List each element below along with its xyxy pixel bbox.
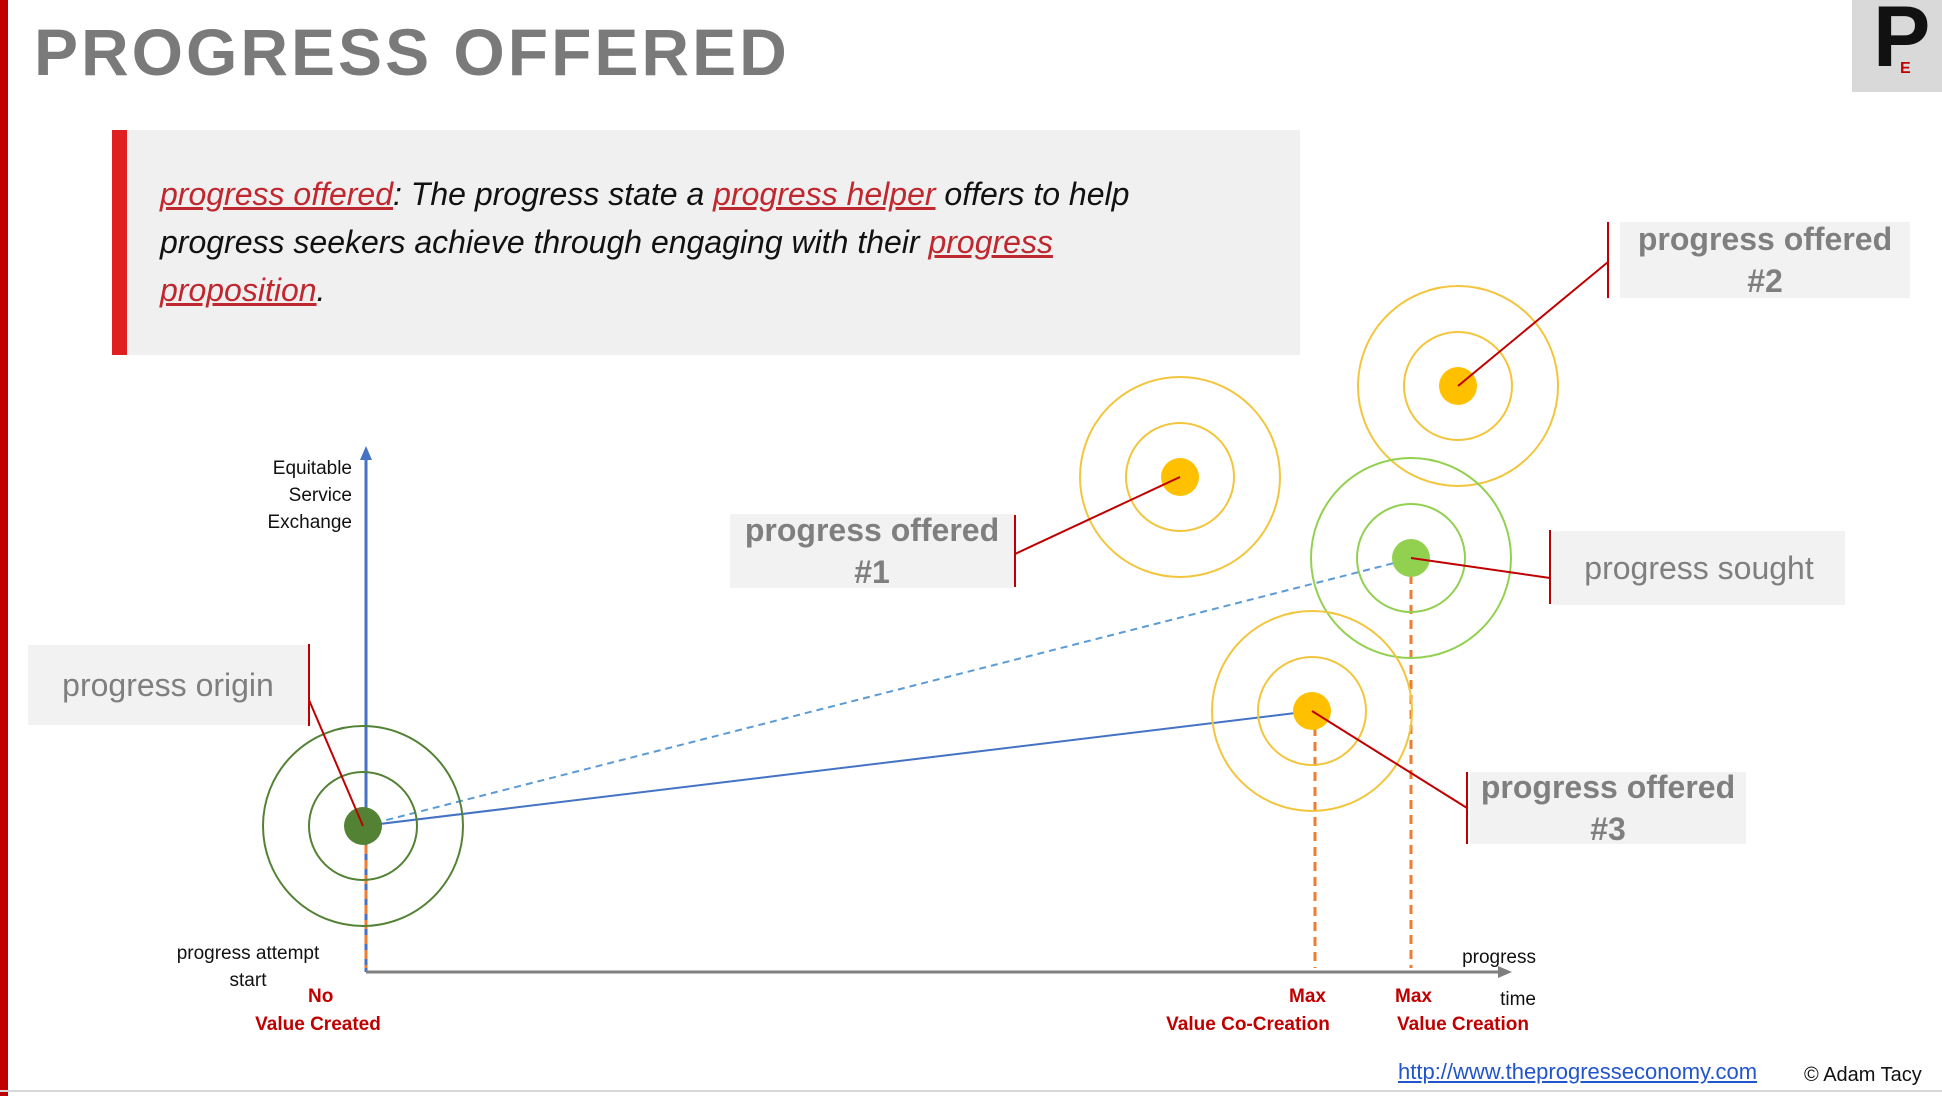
y-axis-label-3: Exchange xyxy=(267,512,352,533)
line-origin-to-sought xyxy=(362,558,1411,827)
website-link[interactable]: http://www.theprogresseconomy.com xyxy=(1398,1059,1758,1084)
x-axis-label: progress time xyxy=(1440,937,1536,1021)
copyright-text: © Adam Tacy xyxy=(1804,1064,1922,1086)
definition-text-2: offers to help progress seekers achieve … xyxy=(160,176,1130,260)
marker-max-value-co-creation: Max Value Co-Creation xyxy=(1148,983,1348,1039)
label-progress-offered-3: progress offered #3 xyxy=(1470,769,1746,847)
pointer-offered-2 xyxy=(1457,261,1609,387)
definition-text-1: : The progress state a xyxy=(393,176,714,212)
line-origin-to-offered3 xyxy=(362,710,1313,827)
progress-proposition-link[interactable]: progress proposition xyxy=(160,224,1053,308)
start-label-1: progress attempt xyxy=(176,943,320,964)
callout-pointers xyxy=(308,222,1609,844)
marker-no-value-created: No Value Created xyxy=(218,983,418,1039)
pointer-origin xyxy=(308,699,364,827)
y-axis-arrow xyxy=(360,446,372,460)
label-offered-3-line1: progress offered xyxy=(1480,769,1736,805)
logo-letter: P xyxy=(1873,0,1931,85)
left-accent-bar xyxy=(0,0,8,1096)
term-link[interactable]: progress offered xyxy=(160,176,394,212)
marker-max-value-creation: Max Value Creation xyxy=(1378,983,1548,1039)
page-title: PROGRESS OFFERED xyxy=(34,15,790,89)
marker-no-line1: No xyxy=(308,986,334,1007)
label-progress-origin: progress origin xyxy=(28,645,308,725)
marker-no-line2: Value Created xyxy=(255,1014,381,1035)
logo-sub-letter: E xyxy=(1900,60,1911,77)
x-axis-label-2: time xyxy=(1500,989,1536,1010)
start-label-2: start xyxy=(229,970,267,991)
pointer-offered-3 xyxy=(1311,710,1468,809)
label-offered-1-line1: progress offered xyxy=(744,512,1000,548)
pointer-offered-1 xyxy=(1014,476,1181,555)
x-axis-label-1: progress xyxy=(1462,947,1536,968)
y-axis-label: Equitable Service Exchange xyxy=(220,455,352,536)
bottom-divider xyxy=(0,1090,1942,1092)
label-offered-2-line1: progress offered xyxy=(1637,221,1893,257)
marker-creation-line2: Value Creation xyxy=(1397,1014,1529,1035)
progress-helper-link[interactable]: progress helper xyxy=(713,176,936,212)
label-offered-1-line2: #1 xyxy=(854,554,890,590)
definition-box: progress offered: The progress state a p… xyxy=(112,130,1300,355)
definition-accent-bar xyxy=(112,130,127,355)
logo: P E xyxy=(1852,0,1942,92)
label-offered-3-line2: #3 xyxy=(1590,811,1626,847)
y-axis-label-1: Equitable xyxy=(272,458,352,479)
marker-cocreation-line1: Max xyxy=(1289,986,1326,1007)
pointer-sought xyxy=(1410,557,1551,579)
label-offered-2-line2: #2 xyxy=(1747,263,1783,299)
y-axis-label-2: Service xyxy=(288,485,352,506)
marker-cocreation-line2: Value Co-Creation xyxy=(1166,1014,1330,1035)
progress-attempt-start-label: progress attempt start xyxy=(160,940,336,994)
x-axis-arrow xyxy=(1498,966,1512,978)
definition-text: progress offered: The progress state a p… xyxy=(160,170,1200,314)
label-progress-offered-1: progress offered #1 xyxy=(730,512,1014,590)
definition-text-3: . xyxy=(316,272,326,308)
label-progress-offered-2: progress offered #2 xyxy=(1620,221,1910,299)
marker-creation-line1: Max xyxy=(1395,986,1432,1007)
label-progress-sought: progress sought xyxy=(1553,531,1845,605)
